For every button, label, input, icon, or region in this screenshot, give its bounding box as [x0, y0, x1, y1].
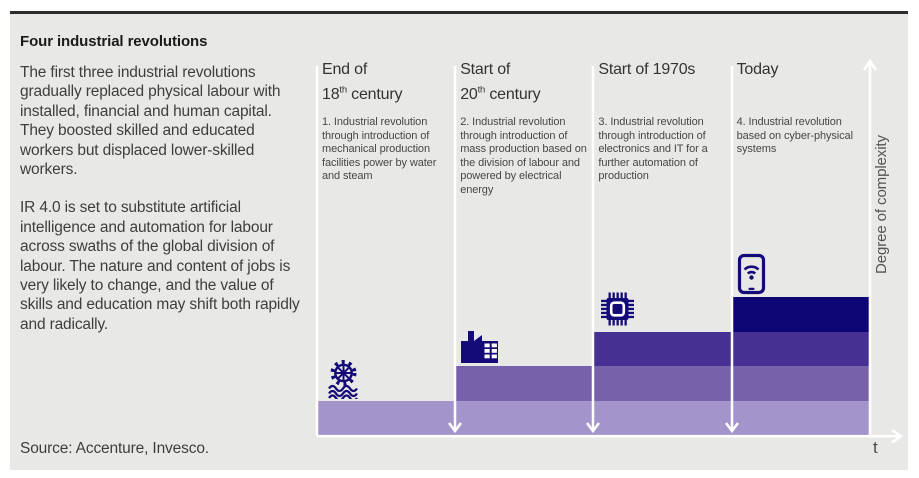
- step-level-1: [455, 401, 595, 436]
- intro-paragraph-1: The first three industrial revolutions g…: [20, 64, 281, 179]
- timeline-divider-arrow: [448, 66, 463, 434]
- era-description: 4. Industrial revolution based on cyber-…: [736, 116, 853, 155]
- step-level-1: [731, 401, 871, 436]
- era-title-line1: End of: [322, 61, 368, 78]
- step-level-2: [731, 366, 871, 402]
- era-title: Today: [737, 60, 779, 81]
- microchip-icon: [599, 288, 636, 330]
- intro-text: The first three industrial revolutions g…: [20, 63, 306, 353]
- source-note: Source: Accenture, Invesco.: [20, 440, 209, 457]
- era-title-line1: Start of: [460, 61, 511, 78]
- era-title: End of 18th century: [322, 60, 402, 105]
- x-axis-arrow: [317, 429, 904, 444]
- smartphone-icon: [737, 253, 766, 295]
- step-level-1: [593, 401, 733, 436]
- top-rule: [10, 11, 908, 14]
- step-level-1: [317, 401, 456, 436]
- timeline-divider-arrow: [315, 66, 319, 436]
- timeline-divider-arrow: [724, 66, 739, 434]
- y-axis-arrow: [862, 58, 878, 436]
- intro-paragraph-2: IR 4.0 is set to substitute artificial i…: [20, 199, 300, 333]
- step-level-3: [731, 331, 871, 367]
- x-axis-label: t: [873, 438, 878, 457]
- era-description: 2. Industrial revolution through introdu…: [460, 116, 587, 196]
- page-title: Four industrial revolutions: [20, 33, 208, 50]
- step-level-2: [593, 366, 733, 402]
- step-level-4: [731, 296, 871, 332]
- era-description: 1. Industrial revolution through introdu…: [322, 116, 437, 182]
- era-title-line1: Today: [736, 61, 779, 78]
- water-wheel-icon: [327, 360, 360, 400]
- era-title-line2: 18th century: [322, 84, 403, 103]
- era-description: 3. Industrial revolution through introdu…: [598, 116, 708, 182]
- factory-icon: [458, 327, 501, 364]
- era-title-line2: 20th century: [460, 84, 541, 103]
- era-title: Start of 1970s: [598, 60, 695, 81]
- timeline-divider-arrow: [586, 66, 601, 434]
- era-title: Start of 20th century: [460, 60, 540, 105]
- step-level-2: [455, 366, 595, 402]
- step-level-3: [593, 331, 733, 367]
- era-title-line1: Start of 1970s: [598, 61, 696, 78]
